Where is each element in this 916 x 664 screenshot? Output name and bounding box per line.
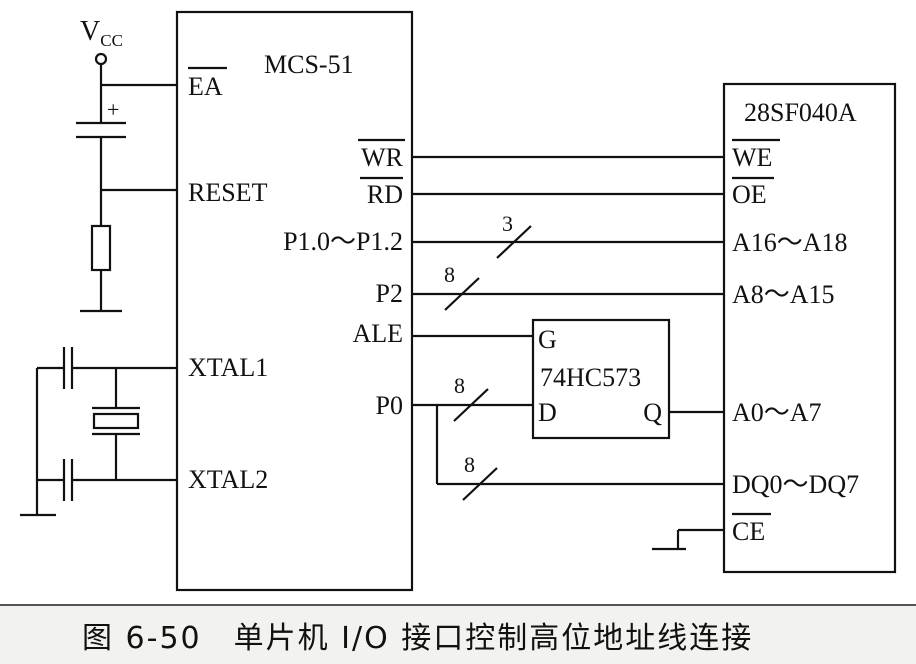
xtal2-capacitor [62,459,74,501]
flash-title: 28SF040A [744,98,857,127]
flash-pin-a16: A16～A18 [732,228,848,257]
bus-slash-p2 [444,277,480,311]
mcu-pin-xtal1: XTAL1 [188,353,268,382]
reset-resistor [90,224,112,272]
mcu-pin-reset: RESET [188,178,268,207]
mcu-pin-wr: WR [361,143,404,172]
reset-capacitor [76,121,126,139]
circuit-diagram: VCC + MCS-51 EA RESET XTAL1 XTAL2 WR RD … [20,10,897,592]
bus-slash-p1 [496,225,532,259]
figure-caption: 图 6-50 单片机 I/O 接口控制高位地址线连接 [82,621,754,656]
flash-pin-a8: A8～A15 [732,280,835,309]
flash-pin-ce: CE [732,517,765,546]
mcu-pin-p2: P2 [376,279,403,308]
mcu-pin-rd: RD [367,180,403,209]
vcc-label: VCC [80,16,123,50]
bus-width-p2: 8 [444,262,455,287]
latch-chip [531,318,671,440]
mcu-chip [175,10,414,592]
flash-pin-we: WE [732,143,772,172]
xtal1-capacitor [62,347,74,389]
vcc-terminal [94,52,108,66]
flash-pin-oe: OE [732,180,767,209]
mcu-pin-xtal2: XTAL2 [188,465,268,494]
bus-width-p1: 3 [502,211,513,236]
bus-width-p0-dq: 8 [464,452,475,477]
flash-pin-a0: A0～A7 [732,398,822,427]
caption-bar: 图 6-50 单片机 I/O 接口控制高位地址线连接 [0,604,916,664]
mcu-pin-ea: EA [188,72,223,101]
mcu-pin-p1: P1.0～P1.2 [283,227,403,256]
capacitor-plus-label: + [107,97,119,122]
mcu-pin-p0: P0 [376,391,403,420]
latch-pin-q: Q [643,398,662,427]
flash-chip [722,82,897,574]
latch-title: 74HC573 [540,363,641,392]
latch-pin-d: D [538,398,557,427]
mcu-pin-ale: ALE [352,319,403,348]
crystal [92,368,140,480]
bus-slash-p0-latch [453,388,489,422]
flash-pin-dq: DQ0～DQ7 [732,470,859,499]
bus-slash-p0-dq [462,467,498,501]
mcu-title: MCS-51 [264,50,354,79]
bus-width-p0-latch: 8 [454,373,465,398]
latch-pin-g: G [538,325,557,354]
